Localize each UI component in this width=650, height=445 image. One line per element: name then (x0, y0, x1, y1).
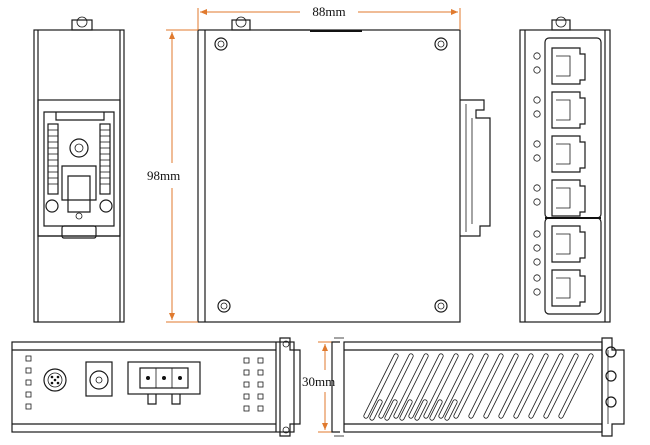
vent-slot (483, 353, 519, 419)
depth-label: 30mm (302, 374, 335, 389)
port-led (533, 258, 541, 266)
vent-slot (513, 353, 549, 419)
vent-slot (408, 353, 444, 419)
vent-slot (369, 399, 383, 421)
vent-slot (468, 353, 504, 419)
rj45-port-contacts (556, 277, 571, 299)
rj45-port-contacts (556, 187, 571, 209)
rj45-port-icon (551, 135, 586, 173)
rj45-port-contacts (556, 143, 571, 165)
front-view-ports (519, 16, 611, 323)
vent-slot (384, 399, 398, 421)
rj45-port-icon (551, 179, 586, 217)
vent-slot (378, 353, 414, 419)
vent-slot (393, 353, 429, 419)
height-label: 98mm (147, 168, 180, 183)
side-view-din-rail (33, 16, 125, 323)
port-led (533, 110, 541, 118)
bottom-view-power (11, 337, 301, 437)
width-label: 88mm (312, 4, 345, 19)
dc-power-jack-icon (85, 361, 113, 397)
port-led (533, 52, 541, 60)
port-leds (533, 52, 541, 296)
vent-slot (498, 353, 534, 419)
vent-slot (543, 353, 579, 419)
vent-slot (423, 353, 459, 419)
vent-slot (528, 353, 564, 419)
port-led (533, 96, 541, 104)
port-led (533, 184, 541, 192)
ventilation-slots (363, 353, 594, 421)
top-view (197, 16, 491, 323)
status-leds-left (25, 355, 32, 410)
height-dimension: 98mm (147, 29, 198, 323)
rj45-ports (551, 47, 586, 307)
vent-slot (363, 353, 399, 419)
vent-slot (444, 399, 458, 421)
terminal-block-icon (127, 361, 201, 405)
port-led (533, 154, 541, 162)
vent-slot (453, 353, 489, 419)
port-led (533, 198, 541, 206)
rj45-port-icon (551, 269, 586, 307)
port-led (533, 140, 541, 148)
port-led (533, 244, 541, 252)
vent-slot (558, 353, 594, 419)
console-connector-icon (43, 368, 67, 392)
vent-slot (399, 399, 413, 421)
rj45-port-icon (551, 47, 586, 85)
rj45-port-icon (551, 225, 586, 263)
rj45-port-contacts (556, 55, 571, 77)
width-dimension: 88mm (197, 4, 461, 30)
rj45-port-icon (551, 91, 586, 129)
depth-dimension: 30mm (302, 341, 340, 433)
port-led (533, 230, 541, 238)
port-led (533, 66, 541, 74)
status-leds-right (243, 357, 264, 412)
port-led (533, 274, 541, 282)
port-led (533, 288, 541, 296)
vent-slot (438, 353, 474, 419)
rj45-port-contacts (556, 99, 571, 121)
side-view-vents (331, 337, 625, 437)
rj45-port-contacts (556, 233, 571, 255)
vent-slot (429, 399, 443, 421)
vent-slot (414, 399, 428, 421)
